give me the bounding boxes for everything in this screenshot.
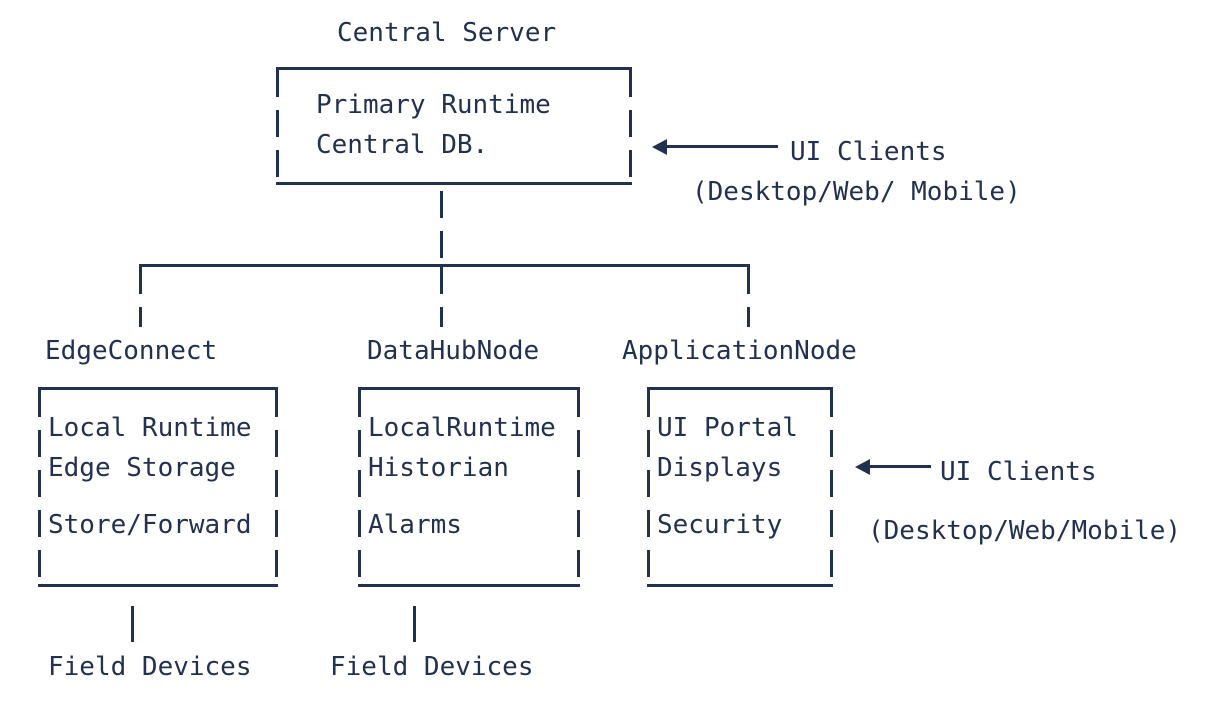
field-devices-connector-left (131, 606, 134, 642)
field-devices-connector-middle (413, 606, 416, 642)
left-arrow-icon (855, 459, 870, 475)
box-left-border-icon (276, 70, 279, 182)
field-devices-label-left: Field Devices (48, 652, 252, 682)
bus-line (139, 264, 750, 267)
edgeconnect-box: Local Runtime Edge Storage Store/Forward (38, 387, 278, 587)
box-blank-row (48, 488, 252, 505)
datahubnode-line-localruntime: LocalRuntime (368, 413, 556, 443)
trunk-connector (440, 191, 443, 263)
box-left-border-icon (38, 390, 41, 584)
edgeconnect-line-local-runtime: Local Runtime (48, 413, 252, 443)
central-box-line-central-db: Central DB. (316, 130, 489, 160)
edgeconnect-line-store-forward: Store/Forward (48, 510, 252, 540)
field-devices-label-middle: Field Devices (330, 652, 534, 682)
ui-clients-arrow-line (666, 145, 778, 148)
box-blank-row (368, 488, 556, 505)
node-title-edgeconnect: EdgeConnect (45, 336, 218, 366)
box-right-border-icon (629, 70, 632, 182)
app-ui-clients-arrow-line (869, 465, 931, 468)
central-box-line-primary-runtime: Primary Runtime (316, 90, 551, 120)
applicationnode-line-displays: Displays (657, 453, 783, 483)
ui-clients-devices-label: (Desktop/Web/ Mobile) (692, 177, 1021, 207)
applicationnode-line-security: Security (657, 510, 783, 540)
datahubnode-line-alarms: Alarms (368, 510, 462, 540)
edgeconnect-line-edge-storage: Edge Storage (48, 453, 236, 483)
node-title-applicationnode: ApplicationNode (622, 336, 857, 366)
box-left-border-icon (358, 390, 361, 584)
node-title-datahubnode: DataHubNode (367, 336, 540, 366)
box-right-border-icon (830, 390, 833, 584)
left-arrow-icon (652, 139, 667, 155)
app-ui-clients-label: UI Clients (940, 457, 1097, 487)
box-blank-row (657, 488, 798, 505)
central-server-box: Primary Runtime Central DB. (276, 67, 632, 185)
datahubnode-line-historian: Historian (368, 453, 509, 483)
branch-stub-right (747, 267, 750, 327)
app-ui-clients-devices-label: (Desktop/Web/Mobile) (868, 516, 1182, 546)
datahubnode-box: LocalRuntime Historian Alarms (358, 387, 580, 587)
central-server-title: Central Server (337, 18, 557, 48)
ui-clients-label: UI Clients (790, 137, 947, 167)
applicationnode-line-ui-portal: UI Portal (657, 413, 798, 443)
branch-stub-left (139, 267, 142, 327)
box-right-border-icon (577, 390, 580, 584)
applicationnode-box: UI Portal Displays Security (647, 387, 833, 587)
branch-stub-middle (440, 267, 443, 327)
box-right-border-icon (275, 390, 278, 584)
box-left-border-icon (647, 390, 650, 584)
